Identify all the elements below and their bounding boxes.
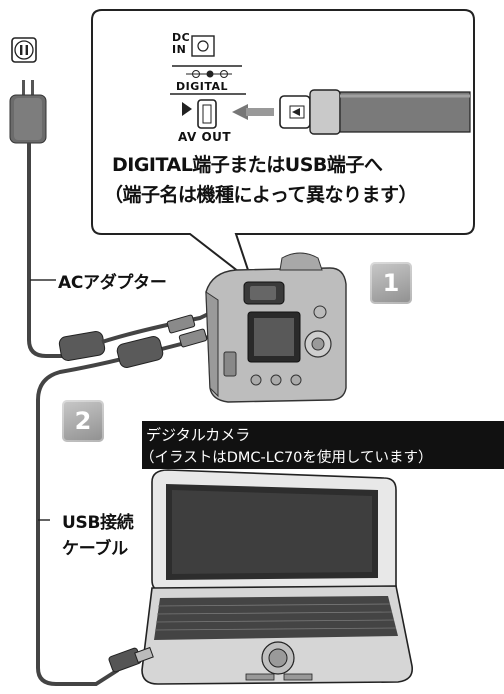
callout-balloon bbox=[91, 9, 475, 285]
ferrite-core-usb bbox=[116, 336, 164, 368]
port-panel bbox=[170, 35, 246, 129]
camera-caption-line2: （イラストはDMC-LC70を使用しています） bbox=[140, 450, 433, 466]
camera-caption-box: デジタルカメラ （イラストはDMC-LC70を使用しています） bbox=[140, 421, 504, 469]
outlet-icon bbox=[11, 37, 37, 63]
camera-caption-line1: デジタルカメラ bbox=[146, 426, 251, 444]
laptop-icon bbox=[141, 469, 414, 685]
usb-cable-label-line2: ケーブル bbox=[62, 539, 128, 559]
callout-text-line2: （端子名は機種によって異なります） bbox=[104, 184, 417, 206]
usb-plug-icon bbox=[108, 646, 154, 673]
ac-adapter-label: ACアダプター bbox=[58, 273, 167, 293]
step-1-badge: 1 bbox=[370, 262, 412, 304]
mini-usb-plug-icon bbox=[232, 89, 471, 135]
usb-cable-label-line1: USB接続 bbox=[62, 513, 134, 533]
step-2-badge: 2 bbox=[62, 400, 104, 442]
callout-text-line1: DIGITAL端子またはUSB端子へ bbox=[112, 154, 383, 176]
port-label-av-out: AV OUT bbox=[178, 130, 232, 144]
port-label-digital: DIGITAL bbox=[176, 80, 229, 93]
ac-adapter-plug-icon bbox=[9, 80, 47, 144]
digital-camera-icon bbox=[205, 252, 347, 403]
ferrite-core-ac bbox=[58, 330, 106, 362]
port-label-dc-in: DC IN bbox=[172, 31, 191, 56]
